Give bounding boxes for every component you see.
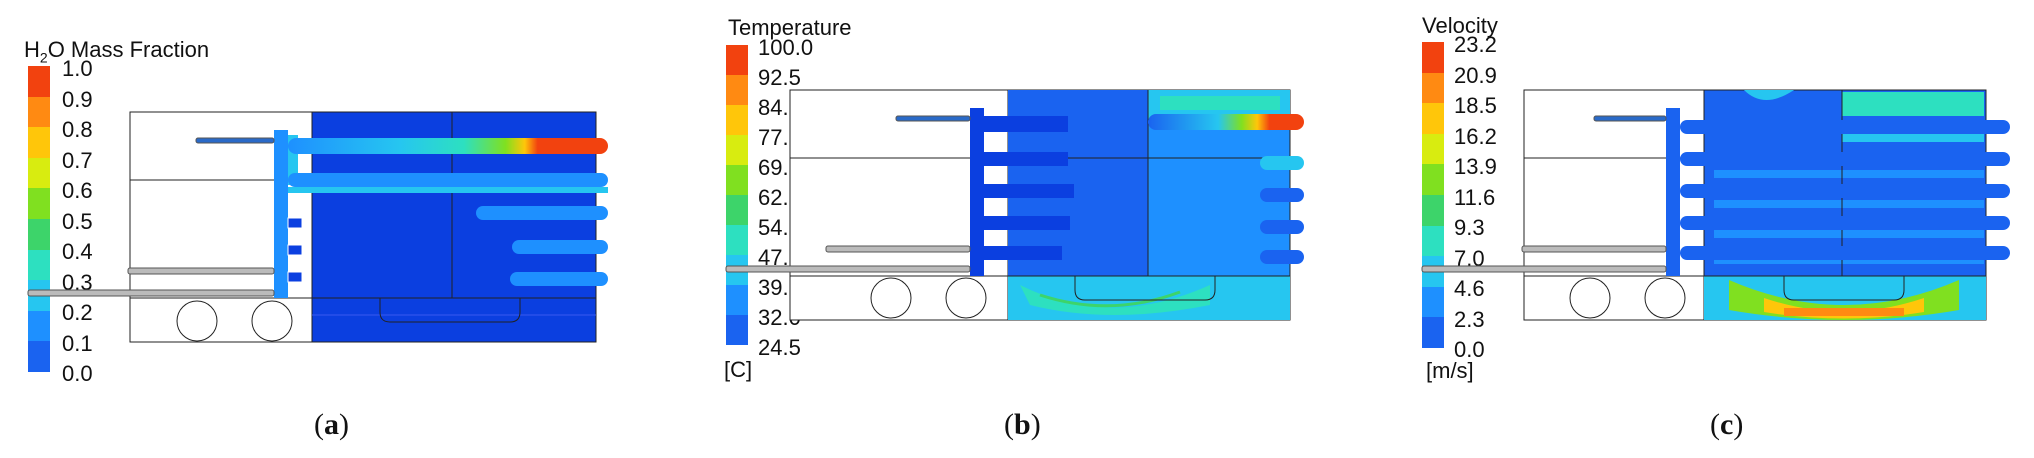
colorbar-title: Velocity [1422, 13, 1498, 38]
colorbar [28, 66, 50, 372]
colorbar-tick: 7.0 [1454, 246, 1485, 271]
colorbar-tick: 4.6 [1454, 276, 1485, 301]
colorbar-tick: 0.4 [62, 239, 93, 264]
contour-plot [1421, 89, 2010, 321]
panel-a: H2O Mass Fraction 1.0 0.9 0.8 0.7 0.6 0.… [0, 0, 680, 458]
colorbar-tick: 24.5 [758, 335, 801, 360]
colorbar-tick: 100.0 [758, 35, 814, 60]
colorbar-tick: 23.2 [1454, 32, 1497, 57]
colorbar-tick: 0.2 [62, 300, 93, 325]
colorbar [726, 45, 748, 345]
colorbar-tick: 0.9 [62, 87, 93, 112]
panel-caption: (b) [1004, 408, 1041, 441]
colorbar-tick: 1.0 [62, 56, 93, 81]
contour-plot [27, 111, 608, 343]
panel-c: Velocity 23.2 20.9 18.5 16.2 13.9 11.6 9… [1384, 0, 2034, 458]
colorbar-tick: 0.3 [62, 270, 93, 295]
colorbar-tick: 0.8 [62, 117, 93, 142]
colorbar-tick: 0.7 [62, 148, 93, 173]
colorbar-tick: 0.0 [62, 361, 93, 386]
colorbar-title: H2O Mass Fraction [24, 37, 210, 66]
contour-plot [725, 89, 1304, 321]
colorbar-tick: 13.9 [1454, 154, 1497, 179]
colorbar [1422, 42, 1444, 348]
colorbar-unit: [C] [724, 357, 753, 382]
colorbar-tick: 92.5 [758, 65, 801, 90]
panel-caption: (a) [314, 408, 349, 441]
colorbar-tick: 9.3 [1454, 215, 1485, 240]
colorbar-tick: 0.1 [62, 331, 93, 356]
colorbar-title: Temperature [728, 15, 852, 40]
colorbar-unit: [m/s] [1426, 358, 1474, 383]
colorbar-tick: 18.5 [1454, 93, 1497, 118]
colorbar-tick: 2.3 [1454, 307, 1485, 332]
colorbar-tick: 20.9 [1454, 63, 1497, 88]
colorbar-tick: 11.6 [1454, 185, 1496, 210]
colorbar-tick: 0.6 [62, 178, 93, 203]
colorbar-tick: 0.0 [1454, 337, 1485, 362]
colorbar-tick: 16.2 [1454, 124, 1497, 149]
panel-caption: (c) [1710, 408, 1744, 441]
colorbar-tick: 0.5 [62, 209, 93, 234]
panel-b: Temperature 100.0 92.5 84.9 77.3 69.8 62… [690, 0, 1370, 458]
